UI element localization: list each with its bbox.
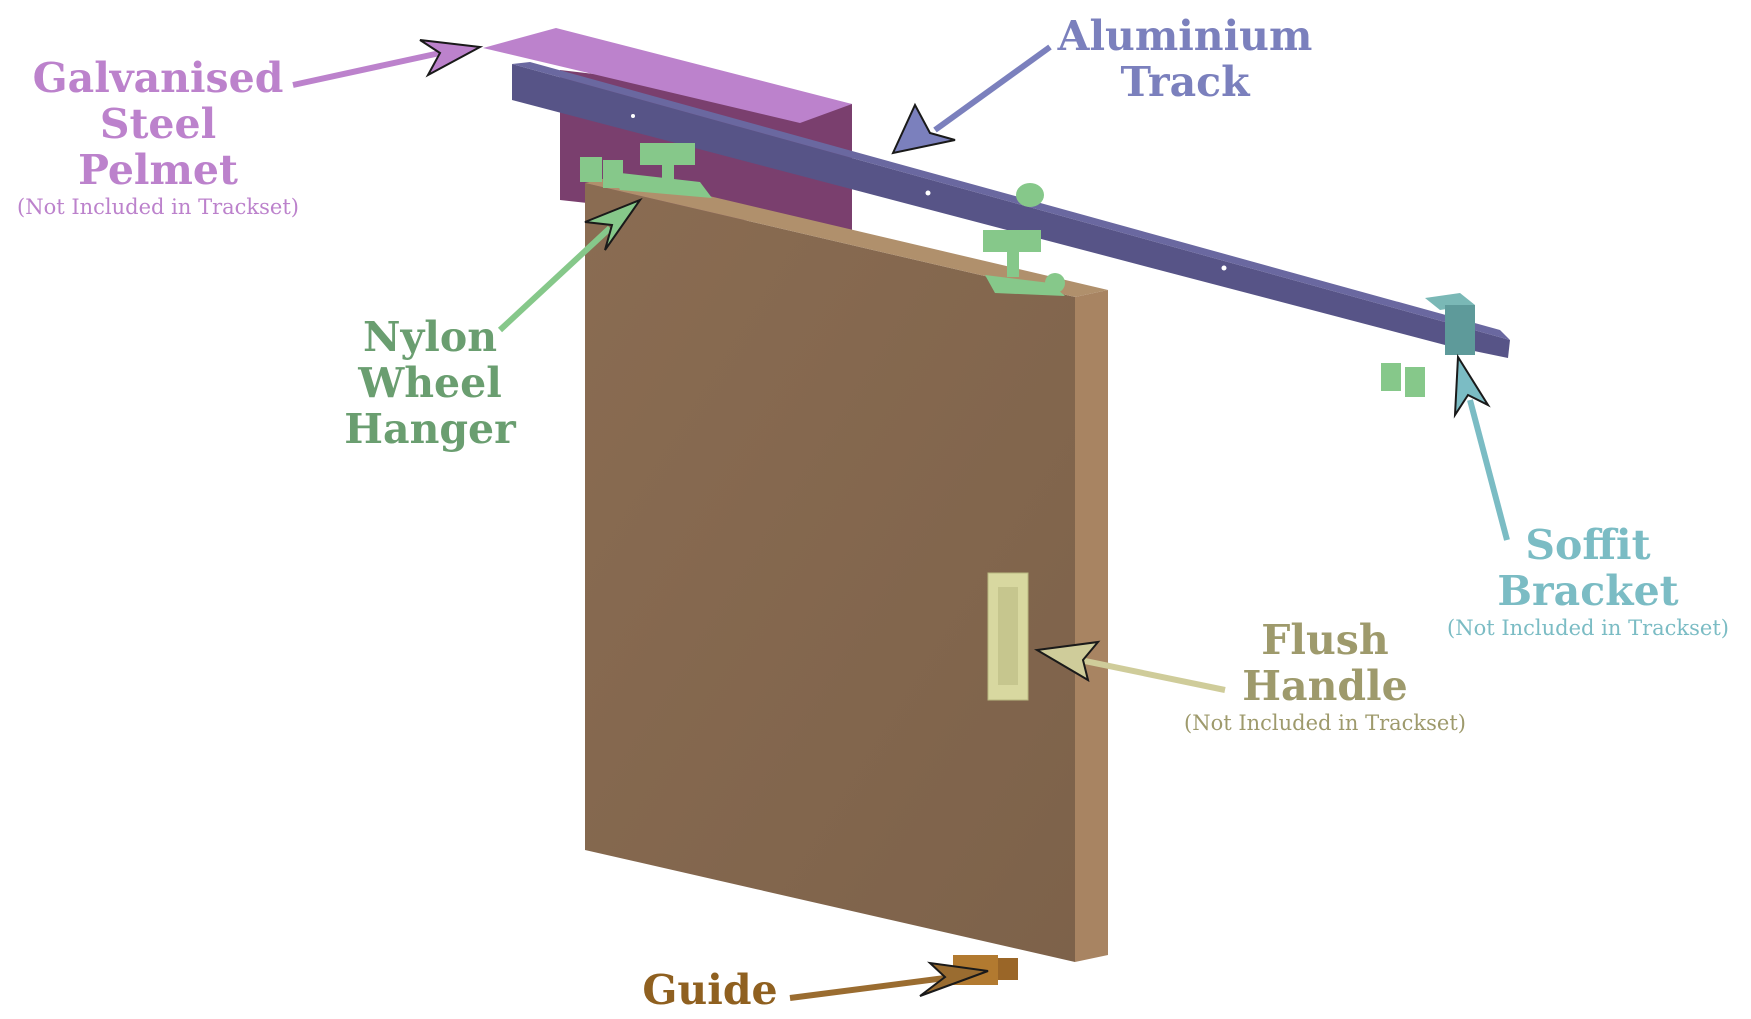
pelmet-arrow [292,50,441,88]
door-side-edge [1075,290,1108,962]
nylon-wheel-hanger-left [580,143,712,198]
hanger-arrow [497,225,613,333]
track-top-face [512,62,1510,340]
label-handle: Flush Handle (Not Included in Trackset) [1184,616,1466,735]
label-track: Aluminium Track [1057,12,1313,106]
spare-bracket [1381,363,1425,397]
door-front [585,183,1075,962]
arrows [292,39,1510,1001]
label-guide: Guide [642,966,778,1014]
guide-arrow [789,975,946,1001]
soffit-bracket [1425,293,1475,355]
label-hanger: Nylon Wheel Hanger [344,313,516,453]
track-arrow [933,44,1052,133]
pelmet-top [483,28,852,123]
label-soffit: Soffit Bracket (Not Included in Trackset… [1447,521,1729,640]
nylon-wheel-hanger-right [983,183,1065,296]
door-top-edge [585,175,1108,297]
aluminium-track [512,64,1510,358]
soffit-arrow [1467,399,1510,541]
handle-arrow [1079,657,1226,693]
label-pelmet: Galvanised Steel Pelmet (Not Included in… [17,54,299,219]
